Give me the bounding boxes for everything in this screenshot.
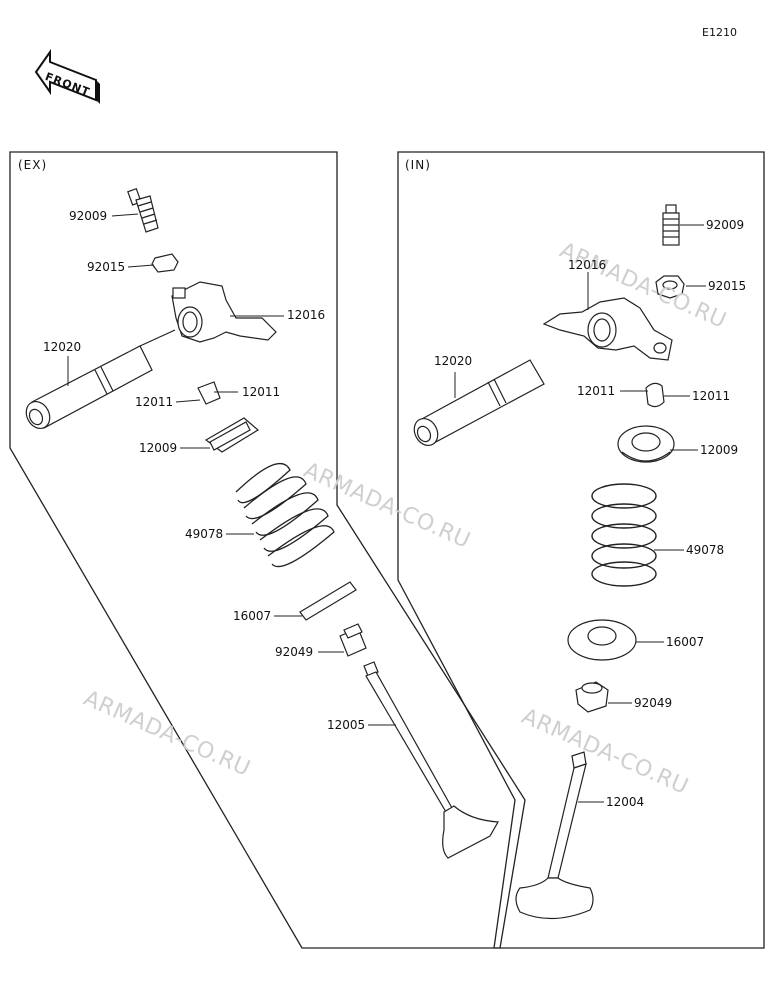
ex-label-spring: 49078 xyxy=(185,527,224,541)
in-label-collet-b: 12011 xyxy=(692,389,731,403)
in-label-spring: 49078 xyxy=(686,543,725,557)
ex-panel-border xyxy=(9,151,526,949)
ex-seat-icon xyxy=(299,581,357,621)
in-valve-icon xyxy=(515,751,594,920)
ex-label-seat: 16007 xyxy=(233,609,272,623)
in-seal-icon xyxy=(575,681,609,713)
ex-label-locknut: 92015 xyxy=(87,260,126,274)
ex-adjust-screw-icon xyxy=(127,187,159,233)
in-rocker-arm-icon xyxy=(542,297,673,361)
in-adjust-screw-icon xyxy=(662,204,680,246)
in-label-adjust-screw: 92009 xyxy=(706,218,745,232)
in-label-seal: 92049 xyxy=(634,696,673,710)
in-label-retainer: 12009 xyxy=(700,443,739,457)
in-retainer-icon xyxy=(617,425,675,463)
ex-label-collet-b: 12011 xyxy=(242,385,281,399)
in-label-valve: 12004 xyxy=(606,795,645,809)
diagram-code: E1210 xyxy=(702,26,737,39)
in-label-rocker-shaft: 12020 xyxy=(434,354,473,368)
ex-section-label: (EX) xyxy=(18,158,48,172)
ex-locknut-icon xyxy=(151,253,179,273)
ex-label-valve: 12005 xyxy=(327,718,366,732)
ex-label-rocker-shaft: 12020 xyxy=(43,340,82,354)
ex-label-collet-a: 12011 xyxy=(135,395,174,409)
in-collet-icon xyxy=(645,382,665,408)
ex-seal-icon xyxy=(339,623,367,657)
ex-collet-icon xyxy=(197,381,221,405)
in-seat-icon xyxy=(567,619,637,661)
in-label-seat: 16007 xyxy=(666,635,705,649)
ex-rocker-arm-icon xyxy=(171,281,277,343)
ex-retainer-icon xyxy=(204,417,260,453)
ex-label-retainer: 12009 xyxy=(139,441,178,455)
in-label-collet-a: 12011 xyxy=(577,384,616,398)
ex-label-rocker-arm: 12016 xyxy=(287,308,326,322)
in-panel-border xyxy=(397,151,765,949)
ex-label-seal: 92049 xyxy=(275,645,314,659)
in-locknut-icon xyxy=(655,275,685,299)
front-arrow-icon xyxy=(34,48,100,104)
in-section-label: (IN) xyxy=(405,158,431,172)
ex-valve-icon xyxy=(363,661,499,859)
in-rocker-shaft-icon xyxy=(413,359,545,446)
ex-label-adjust-screw: 92009 xyxy=(69,209,108,223)
in-spring-icon xyxy=(591,483,657,587)
ex-spring-icon xyxy=(235,462,335,568)
in-label-locknut: 92015 xyxy=(708,279,747,293)
in-label-rocker-arm: 12016 xyxy=(568,258,607,272)
ex-rocker-shaft-icon xyxy=(25,329,176,429)
